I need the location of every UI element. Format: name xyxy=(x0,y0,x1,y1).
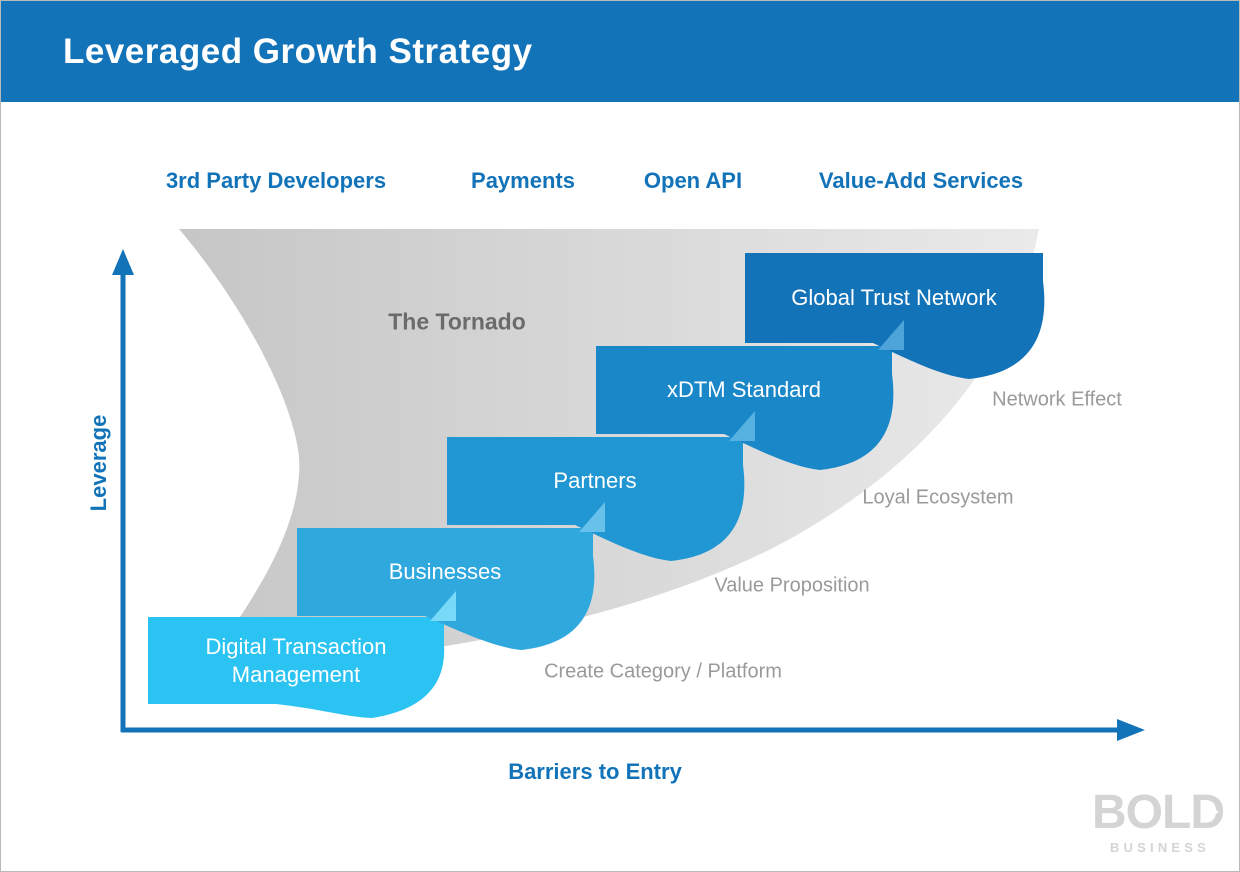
tornado-label: The Tornado xyxy=(388,308,526,335)
step-shape-digital-transaction-management xyxy=(148,617,445,718)
milestone-value-proposition: Value Proposition xyxy=(714,574,870,597)
logo-business-text: BUSINESS xyxy=(1109,840,1211,855)
logo-bold-text: BOLD xyxy=(1092,786,1225,839)
top-label-value-add-services: Value-Add Services xyxy=(818,168,1024,193)
y-axis-label: Leverage xyxy=(86,414,111,512)
step-label-partners: Partners xyxy=(553,468,637,494)
bold-business-logo: BOLD BUSINESS xyxy=(1087,786,1229,856)
step-label-businesses: Businesses xyxy=(388,559,502,585)
step-shape-xdtm-standard xyxy=(596,346,894,470)
step-label-global-trust-network: Global Trust Network xyxy=(791,285,997,311)
step-label-digital-transaction-management: Digital Transaction Management xyxy=(205,634,387,687)
top-label-3rd-party-developers: 3rd Party Developers xyxy=(165,168,387,193)
fold-tip-digital-transaction-management xyxy=(430,591,456,621)
top-label-open-api: Open API xyxy=(643,168,743,193)
milestone-create-category-platform: Create Category / Platform xyxy=(544,660,782,683)
top-label-payments: Payments xyxy=(471,168,575,193)
fold-tip-businesses xyxy=(579,502,605,532)
fold-tip-xdtm-standard xyxy=(878,320,904,350)
step-shape-partners xyxy=(447,437,745,561)
y-axis-arrowhead-icon xyxy=(112,249,134,275)
milestone-loyal-ecosystem: Loyal Ecosystem xyxy=(862,486,1014,509)
x-axis-arrowhead-icon xyxy=(1117,719,1145,741)
fold-tip-partners xyxy=(729,411,755,441)
step-shape-global-trust-network xyxy=(745,253,1045,379)
header-bar: Leveraged Growth Strategy xyxy=(1,1,1239,102)
step-label-xdtm-standard: xDTM Standard xyxy=(666,377,822,403)
page-title: Leveraged Growth Strategy xyxy=(63,31,533,71)
step-shape-businesses xyxy=(297,528,595,650)
logo-bold-word: BOLD xyxy=(1092,786,1225,839)
play-icon xyxy=(1203,802,1219,822)
x-axis-label: Barriers to Entry xyxy=(508,759,682,784)
milestone-network-effect: Network Effect xyxy=(992,388,1122,411)
